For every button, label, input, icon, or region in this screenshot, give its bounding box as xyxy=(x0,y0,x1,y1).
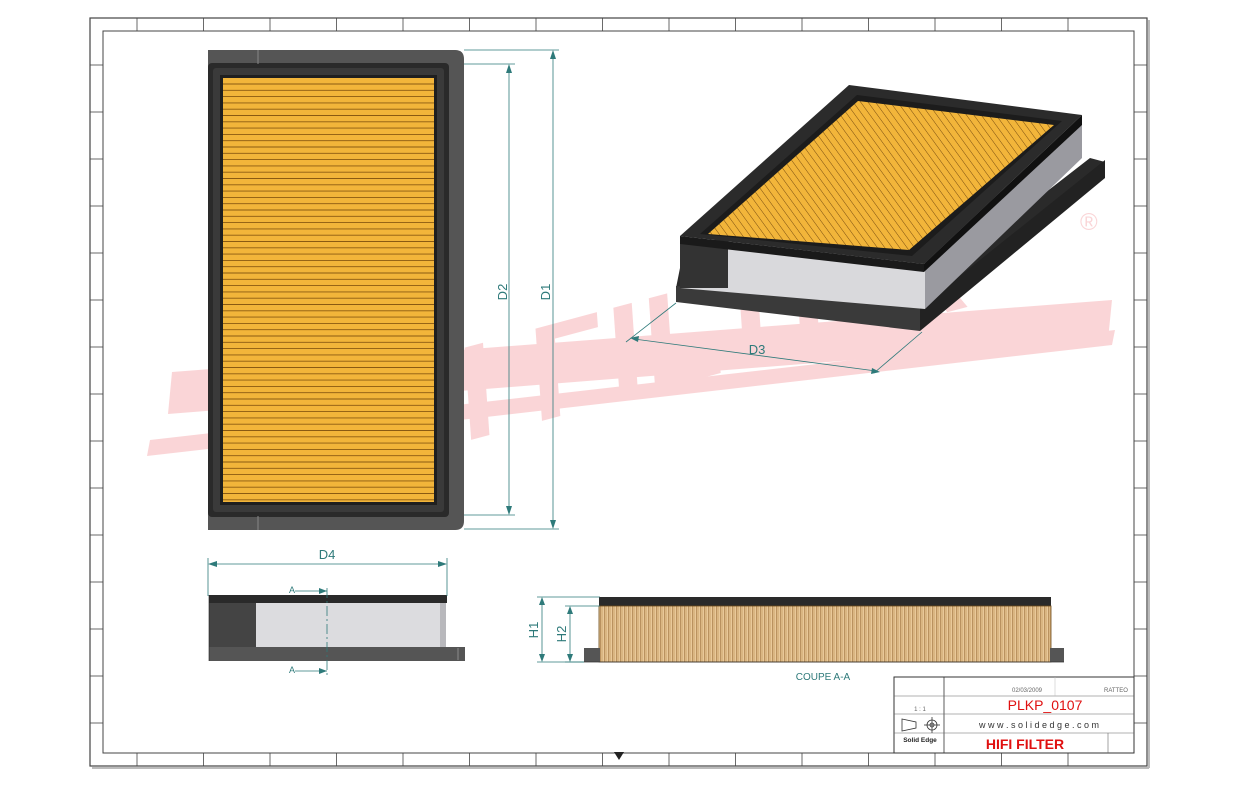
dimension-d1 xyxy=(464,49,559,530)
side-view xyxy=(208,588,465,676)
projection-marker xyxy=(614,752,624,760)
title-block xyxy=(893,676,1135,754)
dimension-label-d3: D3 xyxy=(749,342,766,357)
section-marker-top: A xyxy=(289,585,295,595)
isometric-view xyxy=(676,85,1105,331)
pleat-lines xyxy=(223,83,434,501)
dimension-label-h1: H1 xyxy=(526,622,541,639)
section-arrows xyxy=(295,588,327,674)
iso-filter-media xyxy=(708,101,1054,250)
dimension-h1 xyxy=(537,596,600,663)
watermark-registered: ® xyxy=(1080,209,1098,236)
dimension-label-d1: D1 xyxy=(538,284,553,301)
dimension-label-h2: H2 xyxy=(554,626,569,643)
dimension-label-d2: D2 xyxy=(495,284,510,301)
title-block-scale: 1 : 1 xyxy=(914,707,926,713)
part-number: PLKP_0107 xyxy=(1008,697,1083,713)
zone-ticks xyxy=(90,18,1147,766)
dimension-d4 xyxy=(207,558,448,596)
projection-symbol-icon xyxy=(901,717,940,733)
dimension-label-d4: D4 xyxy=(319,547,336,562)
title-block-brand: HIFI FILTER xyxy=(986,736,1064,752)
dimension-d3 xyxy=(625,302,923,374)
dimension-d2 xyxy=(464,63,515,516)
section-view xyxy=(584,597,1064,663)
title-block-date: 02/03/2009 xyxy=(1012,688,1043,694)
dimension-h2 xyxy=(565,605,600,663)
front-view xyxy=(208,50,464,530)
software-label: Solid Edge xyxy=(903,737,937,744)
title-block-author: RATTEO xyxy=(1104,688,1128,694)
filter-media xyxy=(223,78,434,502)
section-marker-bottom: A xyxy=(289,665,295,675)
website-text: w w w . s o l i d e d g e . c o m xyxy=(978,720,1099,730)
section-caption: COUPE A-A xyxy=(796,672,851,683)
